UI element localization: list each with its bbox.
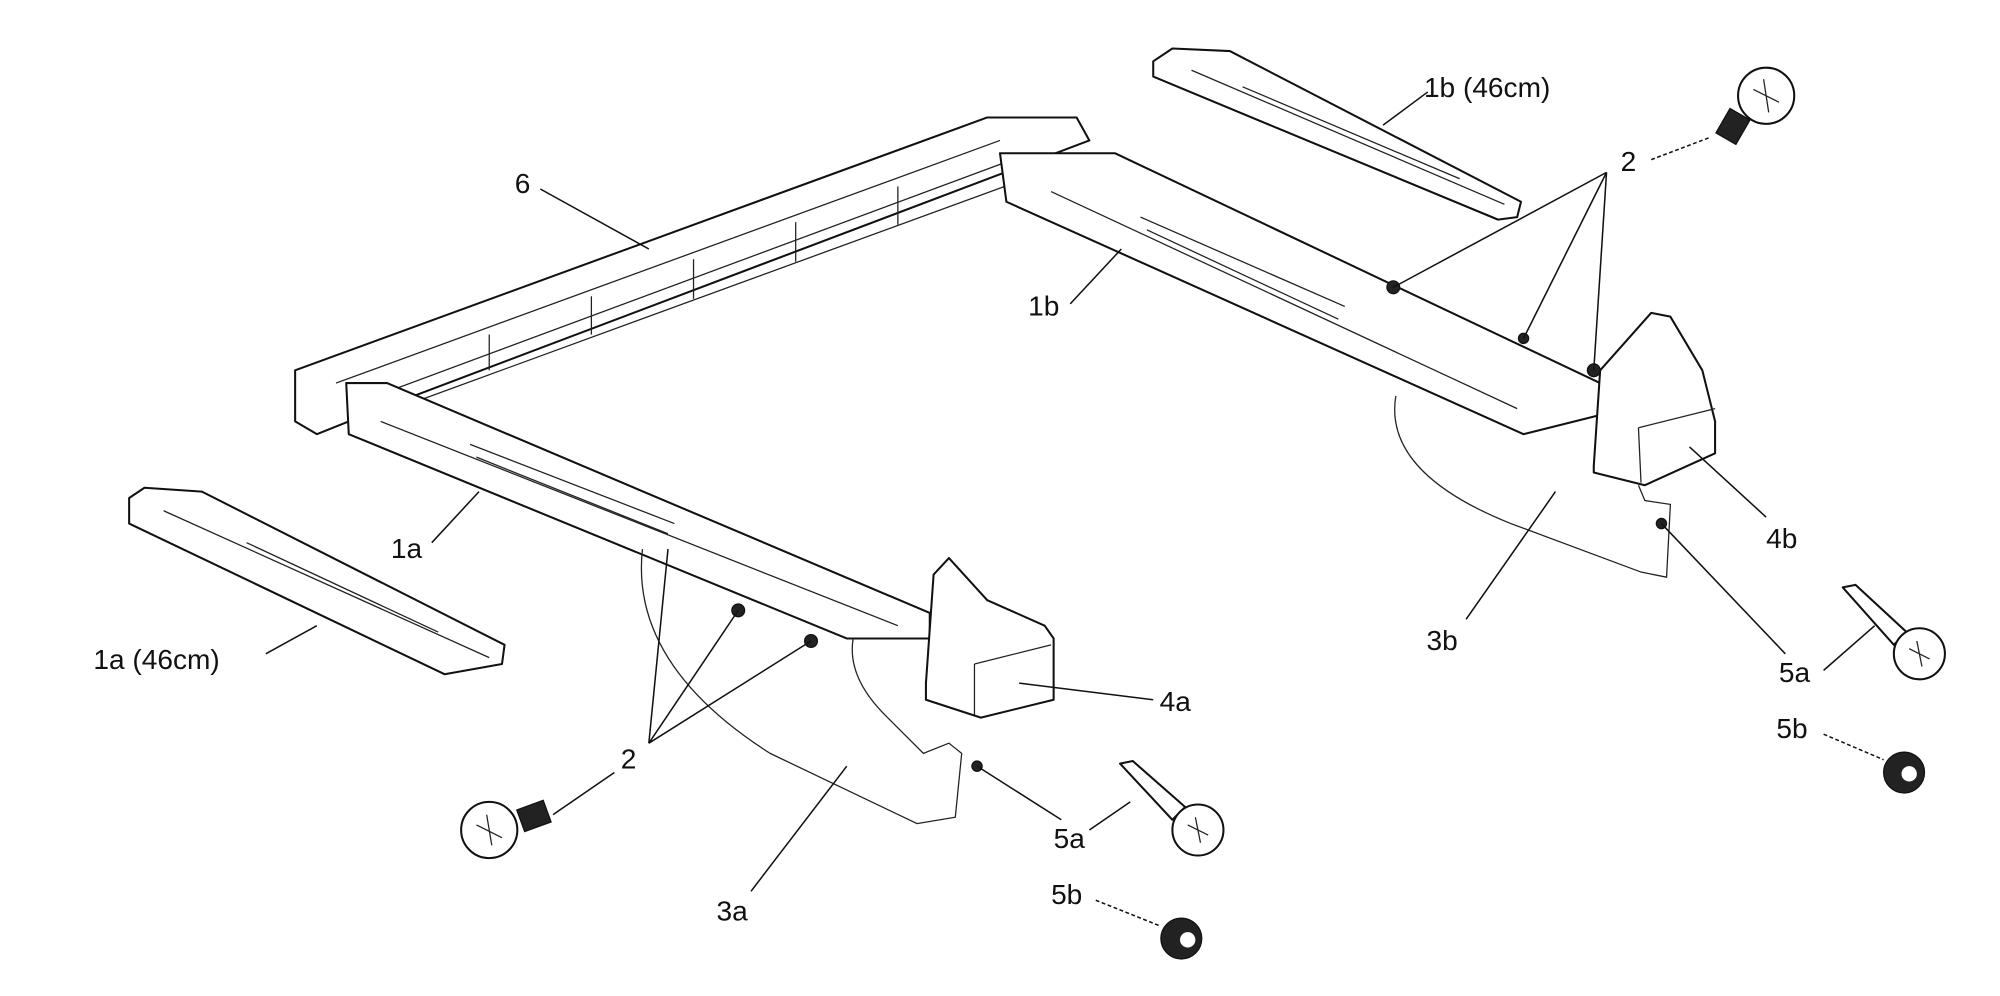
label-1b: 1b [1028, 290, 1059, 321]
leader-lines [265, 91, 1884, 927]
bracket-3a [640, 549, 963, 825]
rail-1b-46cm [1152, 47, 1523, 221]
rail-1a-46cm [128, 486, 506, 676]
foot-4b [1592, 311, 1717, 487]
screw-5b-right-icon [1882, 751, 1926, 794]
label-5b-right: 5b [1776, 713, 1807, 744]
label-5b-left: 5b [1051, 879, 1082, 910]
label-1b-46cm: 1b (46cm) [1424, 72, 1550, 103]
screw-5a-right-icon [1841, 583, 1946, 681]
label-2-top: 2 [1621, 146, 1637, 177]
label-5a-left: 5a [1054, 823, 1086, 854]
label-1a: 1a [391, 533, 423, 564]
label-4b: 4b [1766, 523, 1797, 554]
label-2-bottom: 2 [621, 744, 637, 775]
label-4a: 4a [1160, 686, 1192, 717]
screw-5a-left-icon [1119, 760, 1225, 857]
screw-2-bottom-icon [460, 799, 552, 860]
label-6: 6 [515, 168, 531, 199]
rail-1a [345, 382, 931, 640]
frame-rail-6 [294, 116, 1091, 436]
bracket-3b [1394, 395, 1672, 578]
label-5a-right: 5a [1779, 657, 1811, 688]
screw-5b-left-icon [1160, 917, 1203, 960]
label-3a: 3a [717, 896, 749, 927]
label-1a-46cm: 1a (46cm) [93, 644, 219, 675]
screw-2-top-icon [1715, 66, 1796, 146]
label-3b: 3b [1426, 625, 1457, 656]
foot-4a [924, 556, 1055, 719]
